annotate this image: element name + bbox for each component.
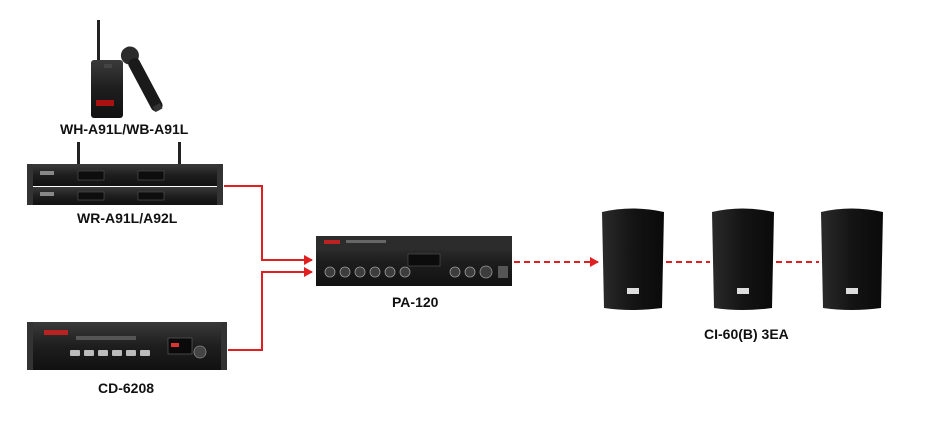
signal-lines xyxy=(224,185,819,351)
speaker-3 xyxy=(821,208,883,310)
amplifier-device xyxy=(316,236,512,286)
speaker-2 xyxy=(712,208,774,310)
cd-player-device xyxy=(27,322,227,370)
speaker-1 xyxy=(602,208,664,310)
receiver-device xyxy=(27,142,223,205)
speakers-label: CI-60(B) 3EA xyxy=(704,326,789,342)
receiver-label: WR-A91L/A92L xyxy=(77,210,178,226)
cd-player-label: CD-6208 xyxy=(98,380,155,396)
receiver-to-amp-line xyxy=(224,185,313,265)
wireless-mic-label: WH-A91L/WB-A91L xyxy=(60,121,189,137)
amplifier-label: PA-120 xyxy=(392,294,439,310)
cd-to-amp-line xyxy=(228,267,313,351)
wireless-mic-device xyxy=(91,20,163,118)
